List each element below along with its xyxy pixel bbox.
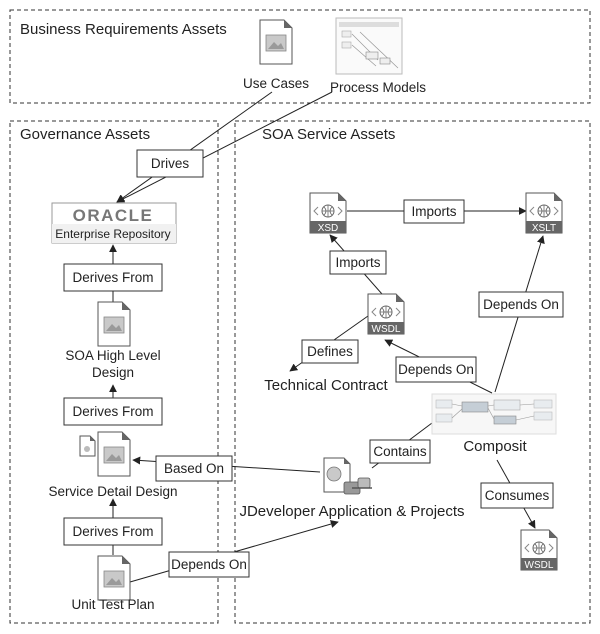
jdeveloper-project-icon: [323, 457, 372, 495]
edge-use-cases-to-repository: [116, 91, 273, 203]
use-cases-label: Use Cases: [243, 76, 309, 91]
svg-text:Derives From: Derives From: [72, 404, 153, 419]
process-models-label: Process Models: [330, 80, 426, 95]
document-icon: [259, 19, 293, 65]
unit-test-label: Unit Test Plan: [71, 597, 154, 612]
governance-section-title: Governance Assets: [20, 126, 150, 143]
document-icon: [97, 301, 131, 347]
edge-label-based-on: Based On: [155, 455, 233, 482]
repository-label: Enterprise Repository: [55, 227, 170, 241]
svg-text:Contains: Contains: [373, 444, 427, 459]
jdeveloper-node: JDeveloper Application & Projects: [239, 457, 465, 520]
edge-label-depends-on-right: Depends On: [478, 291, 564, 318]
technical-contract-label: Technical Contract: [264, 377, 388, 394]
svg-text:Imports: Imports: [335, 255, 380, 270]
document-icon: [97, 555, 131, 601]
composit-label: Composit: [463, 438, 527, 455]
enterprise-repository-node: ORACLE Enterprise Repository: [51, 202, 177, 244]
edge-process-models-to-repository: [116, 91, 333, 203]
svg-text:Depends On: Depends On: [483, 297, 559, 312]
svg-text:Depends On: Depends On: [171, 557, 247, 572]
use-cases-node: Use Cases: [243, 19, 309, 91]
edge-label-derives-from-1: Derives From: [63, 263, 163, 292]
svg-text:Depends On: Depends On: [398, 362, 474, 377]
xslt-label: XSLT: [532, 223, 556, 234]
edge-label-derives-from-3: Derives From: [63, 517, 163, 546]
soa-high-level-design-node: SOA High Level Design: [65, 301, 161, 380]
xsd-label: XSD: [318, 223, 339, 234]
edge-label-consumes: Consumes: [480, 482, 554, 509]
governance-section: Governance Assets: [9, 120, 219, 624]
unit-test-plan-node: Unit Test Plan: [71, 555, 155, 612]
svg-text:Drives: Drives: [151, 156, 190, 171]
svg-text:Imports: Imports: [411, 204, 456, 219]
xsd-node: XSD: [309, 192, 347, 234]
hld-label-line1: SOA High Level: [65, 348, 160, 363]
svg-text:Consumes: Consumes: [485, 488, 550, 503]
oracle-logo: ORACLE: [73, 206, 154, 225]
wsdl-consumed-node: WSDL: [520, 529, 558, 571]
process-models-node: Process Models: [330, 17, 426, 95]
wsdl-label: WSDL: [372, 324, 401, 335]
service-detail-design-node: Service Detail Design: [48, 431, 178, 499]
svg-text:Defines: Defines: [307, 344, 353, 359]
small-document-icon: [79, 435, 96, 457]
edge-label-imports-horizontal: Imports: [403, 199, 465, 224]
service-detail-label: Service Detail Design: [48, 484, 177, 499]
edge-label-depends-on-mid: Depends On: [395, 356, 477, 383]
edge-label-defines: Defines: [301, 339, 359, 364]
wsdl-consumed-label: WSDL: [525, 560, 554, 571]
xslt-node: XSLT: [525, 192, 563, 234]
composit-node: Composit: [431, 393, 557, 455]
hld-label-line2: Design: [92, 365, 134, 380]
process-model-thumbnail-icon: [335, 17, 403, 75]
svg-text:Based On: Based On: [164, 461, 224, 476]
wsdl-node: WSDL: [367, 293, 405, 335]
edge-label-imports-vertical: Imports: [329, 250, 387, 275]
business-section-title: Business Requirements Assets: [20, 21, 227, 38]
svg-text:Derives From: Derives From: [72, 270, 153, 285]
edge-label-contains: Contains: [369, 439, 431, 464]
jdeveloper-label: JDeveloper Application & Projects: [239, 503, 464, 520]
svg-text:Derives From: Derives From: [72, 524, 153, 539]
soa-section-title: SOA Service Assets: [262, 126, 395, 143]
edge-label-depends-on-unit: Depends On: [168, 551, 250, 578]
edge-label-derives-from-2: Derives From: [63, 397, 163, 426]
business-requirements-section: Business Requirements Assets: [9, 9, 591, 104]
composite-thumbnail-icon: [431, 393, 557, 435]
edge-label-drives: Drives: [136, 149, 204, 178]
document-icon: [97, 431, 131, 477]
technical-contract-node: Technical Contract: [264, 377, 388, 394]
soa-service-section: SOA Service Assets: [234, 120, 591, 624]
